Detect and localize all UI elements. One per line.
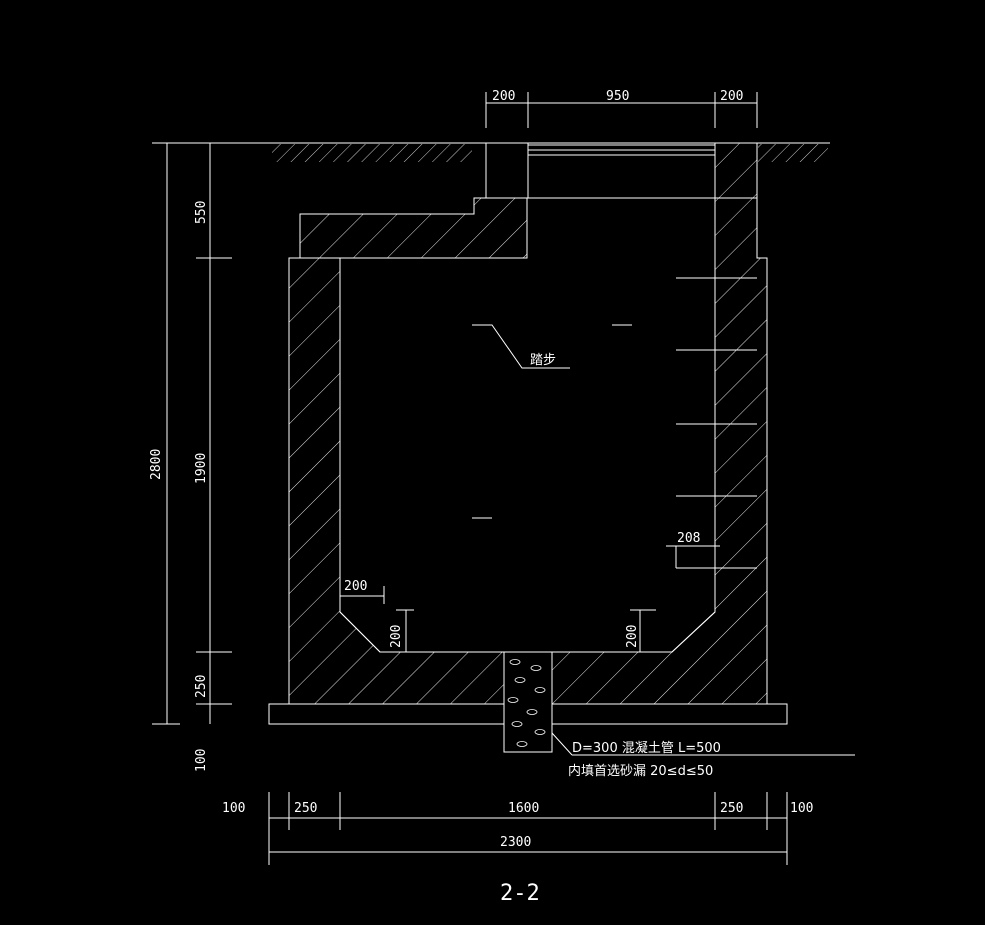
dim-top-right-wall: 200 bbox=[720, 89, 743, 104]
dim-cushion: 100 bbox=[194, 749, 209, 772]
top-dimension-lines bbox=[485, 92, 758, 128]
dim-chamber-height: 1900 bbox=[194, 453, 209, 484]
dim-bottom-left-wall: 250 bbox=[294, 801, 317, 816]
chamfer-dimension-lines bbox=[340, 545, 720, 652]
ladder-label: 踏步 bbox=[530, 353, 556, 368]
pipe-note-line1: D=300 混凝土管 L=500 bbox=[572, 740, 721, 756]
ladder-leader bbox=[472, 324, 570, 369]
dim-top-left-wall: 200 bbox=[492, 89, 515, 104]
dim-chamfer-width: 200 bbox=[344, 579, 367, 594]
dim-top-opening: 950 bbox=[606, 89, 629, 104]
soil-hatch-left bbox=[272, 144, 472, 162]
bottom-dimension-lines bbox=[268, 792, 788, 865]
dim-step-spacing: 208 bbox=[677, 531, 700, 546]
dim-bottom-left-cushion: 100 bbox=[222, 801, 245, 816]
dim-chamfer-height-right: 200 bbox=[625, 625, 640, 648]
pipe-leader bbox=[551, 732, 573, 756]
chamber-inner-outline bbox=[339, 258, 716, 653]
neck-wall-left bbox=[485, 142, 529, 199]
soil-hatch-right bbox=[758, 144, 828, 162]
drain-pipe bbox=[503, 651, 553, 753]
section-title: 2-2 bbox=[500, 881, 540, 906]
pipe-gravel bbox=[507, 659, 546, 747]
dim-bottom-total: 2300 bbox=[500, 835, 531, 850]
pipe-note-line2: 内填首选砂漏 20≤d≤50 bbox=[568, 763, 713, 779]
dim-bottom-inner: 1600 bbox=[508, 801, 539, 816]
dim-chamfer-height-left: 200 bbox=[389, 625, 404, 648]
dim-total-height: 2800 bbox=[149, 449, 164, 480]
dim-neck-height: 550 bbox=[194, 201, 209, 224]
manhole-cover bbox=[528, 144, 715, 156]
dim-bottom-right-wall: 250 bbox=[720, 801, 743, 816]
ladder-rungs bbox=[472, 277, 757, 569]
dim-bottom-right-cushion: 100 bbox=[790, 801, 813, 816]
left-dimension-lines bbox=[152, 142, 232, 725]
dim-base-slab: 250 bbox=[194, 675, 209, 698]
top-slab bbox=[299, 197, 528, 259]
